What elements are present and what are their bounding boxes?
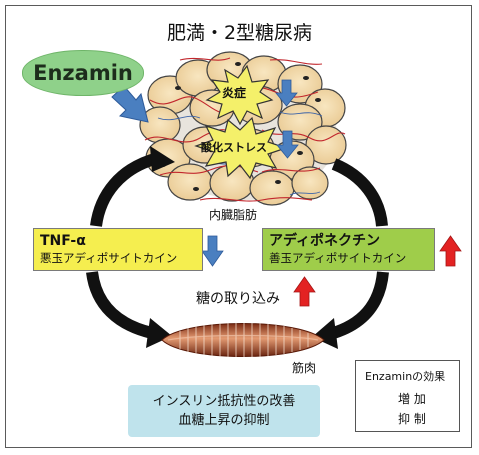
inflammation-burst [205, 64, 274, 126]
adiponectin-title: アディポネクチン [269, 233, 381, 249]
legend-title: Enzaminの効果 [365, 370, 446, 383]
result-box: インスリン抵抗性の改善 血糖上昇の抑制 [128, 385, 320, 437]
oxidative-stress-label: 酸化ストレス [201, 141, 267, 154]
result-line-glucose: 血糖上昇の抑制 [178, 413, 270, 428]
diagram-title: 肥満・2型糖尿病 [166, 22, 313, 44]
tnf-alpha-box: TNF-α 悪玉アディポサイトカイン [33, 228, 203, 271]
legend-increase-label: 増 加 [398, 392, 426, 406]
adiponectin-box: アディポネクチン 善玉アディポサイトカイン [262, 228, 435, 271]
muscle-label: 筋肉 [292, 361, 317, 375]
inflammation-label: 炎症 [222, 86, 247, 100]
legend-box: Enzaminの効果 増 加 抑 制 [355, 360, 460, 432]
adiponectin-subtitle: 善玉アディポサイトカイン [269, 251, 407, 265]
glucose-uptake-increase-arrow [293, 276, 316, 307]
visceral-fat-caption: 内臓脂肪 [209, 208, 258, 222]
inflammation-suppress-arrow [275, 79, 298, 107]
enzamin-oval: Enzamin [22, 50, 144, 96]
oxidative-stress-burst [194, 116, 288, 180]
muscle-fiber-illustration [161, 323, 325, 357]
tissue-to-adiponectin-arrow [331, 158, 388, 227]
tissue-to-tnf-arrow [90, 146, 175, 227]
tnf-alpha-subtitle: 悪玉アディポサイトカイン [40, 251, 178, 265]
tnf-suppress-arrow [201, 235, 224, 267]
tnf-alpha-title: TNF-α [40, 233, 86, 249]
adiponectin-increase-arrow [439, 235, 462, 267]
legend-suppress-label: 抑 制 [398, 412, 426, 426]
oxidative-stress-suppress-arrow [276, 130, 299, 159]
glucose-uptake-label: 糖の取り込み [196, 291, 280, 307]
tnf-to-muscle-arrow [86, 271, 172, 348]
adiponectin-to-muscle-arrow [312, 271, 389, 349]
result-line-insulin: インスリン抵抗性の改善 [152, 394, 296, 409]
